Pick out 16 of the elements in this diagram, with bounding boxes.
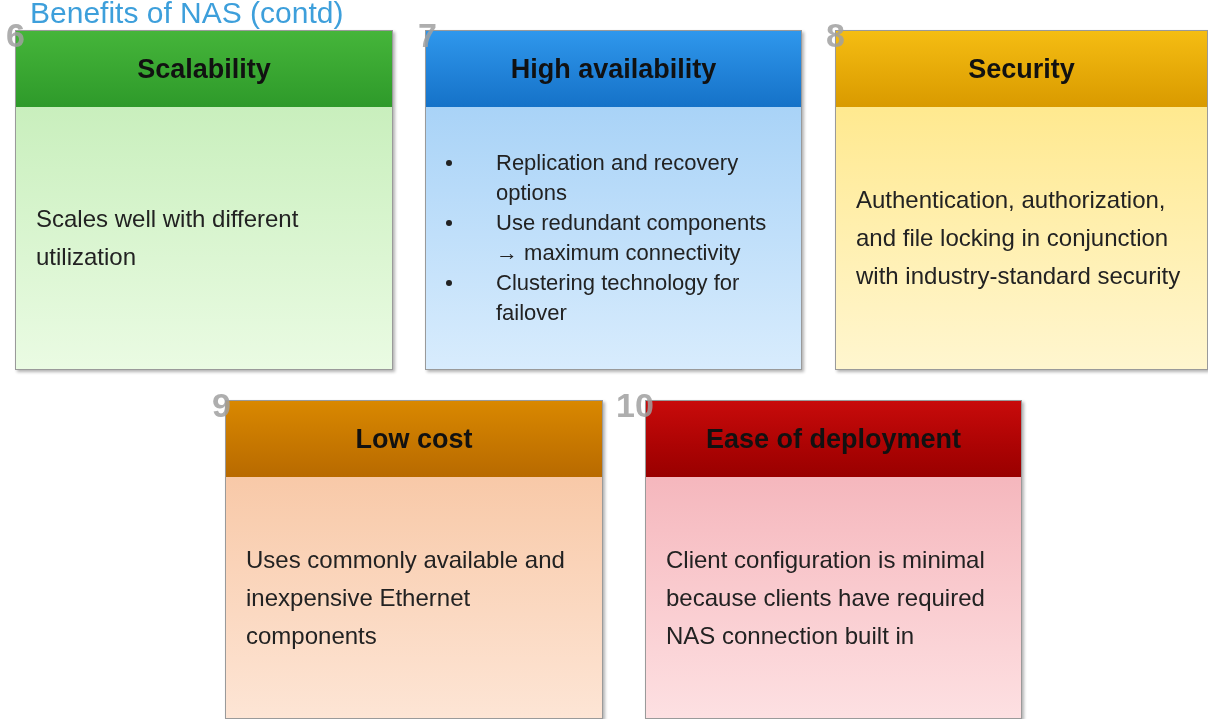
bullet-item: Replication and recovery options bbox=[446, 148, 781, 208]
card-heading: Scalability bbox=[137, 52, 271, 86]
card-text: Uses commonly available and inexpensive Ethernet components bbox=[246, 544, 566, 651]
callout-number: 8 bbox=[826, 18, 845, 52]
slide-title: Benefits of NAS (contd) bbox=[30, 0, 344, 30]
card-text: Scales well with different utilization bbox=[36, 204, 300, 272]
card-heading: Ease of deployment bbox=[705, 422, 962, 456]
bullet-item: Clustering technology for failover bbox=[446, 268, 781, 328]
callout-number: 10 bbox=[616, 388, 654, 422]
card-heading: Security bbox=[968, 52, 1075, 86]
card-text: Authentication, authorization, and file locking in conjunction with industry-standard security bbox=[856, 185, 1182, 291]
bullet-item: Use redundant components → maximum connectivity bbox=[446, 208, 781, 268]
card-heading: Low cost bbox=[355, 422, 473, 456]
card-heading: High availability bbox=[510, 52, 717, 86]
callout-number: 6 bbox=[6, 18, 25, 52]
card-text: Client configuration is minimal because clients have required NAS connection built in bbox=[666, 544, 986, 651]
